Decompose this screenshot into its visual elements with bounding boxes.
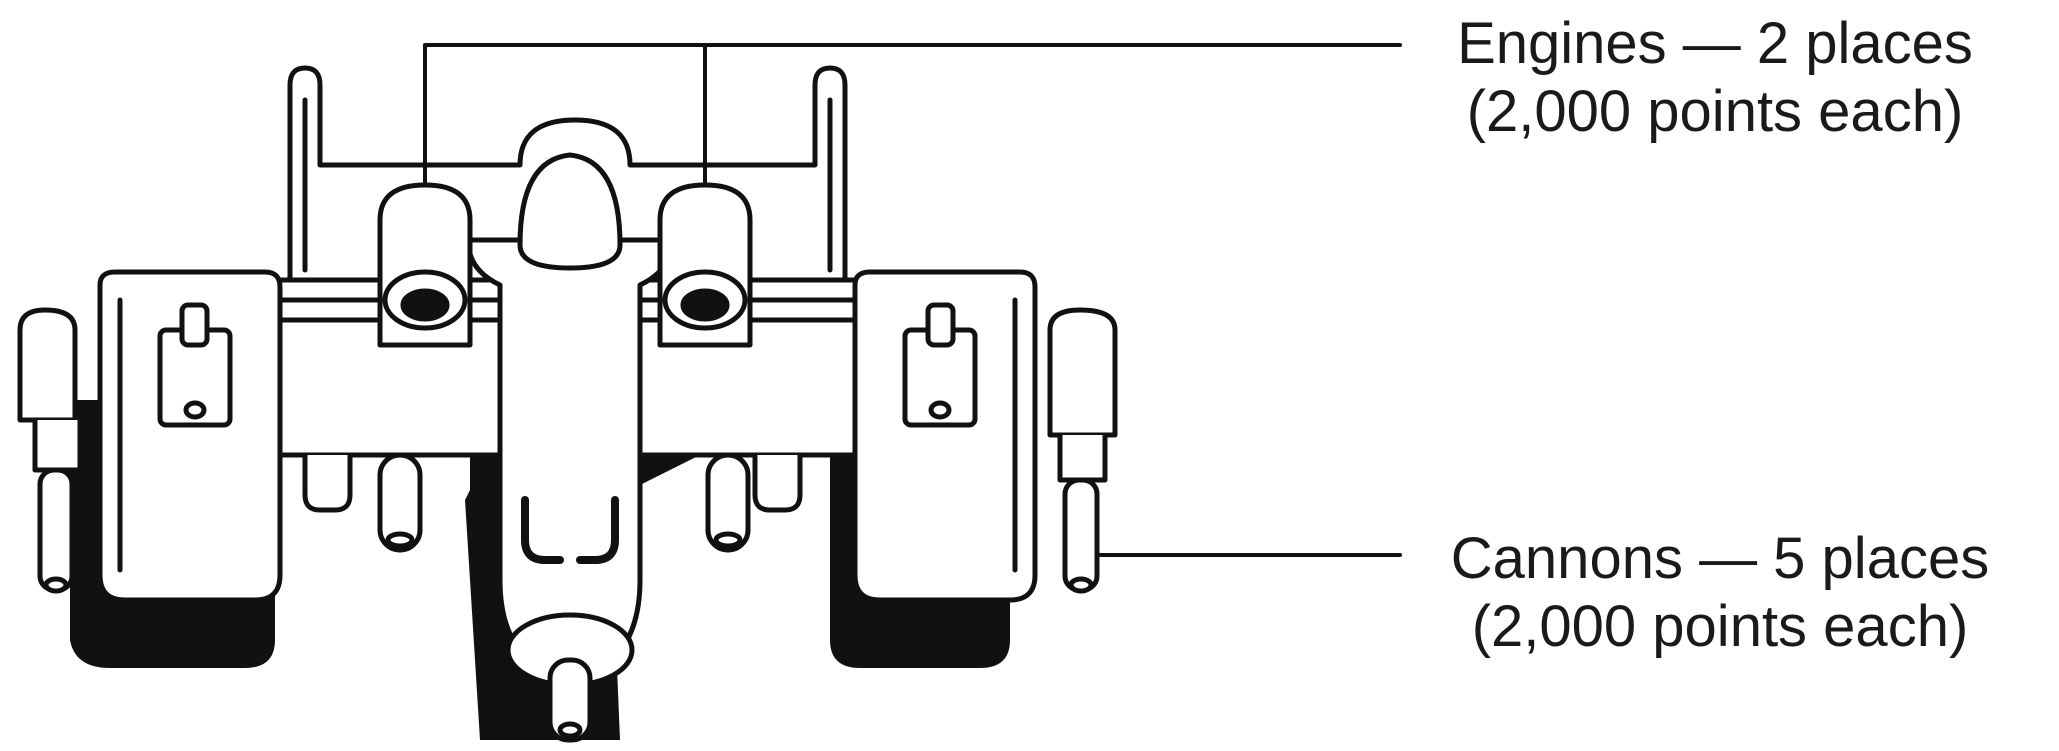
side-pod-left: [97, 269, 283, 603]
cannons-callout-points: (2,000 points each): [1471, 594, 1969, 659]
under-pods: [302, 452, 803, 553]
side-pod-right: [852, 269, 1038, 603]
cannons-callout: Cannons — 5 places (2,000 points each): [1405, 525, 2035, 661]
engine-left: [377, 182, 473, 348]
engines-callout-title: Engines — 2 places: [1457, 11, 1973, 76]
engines-leader-line: [423, 43, 1402, 187]
leader-lines: [423, 43, 1402, 557]
engines-callout-points: (2,000 points each): [1466, 79, 1964, 144]
engine-right: [657, 182, 753, 348]
cannon-right: [1047, 307, 1118, 594]
cannon-left: [17, 307, 83, 594]
fuselage: [465, 152, 675, 743]
cannons-callout-title: Cannons — 5 places: [1450, 526, 1990, 591]
engines-callout: Engines — 2 places (2,000 points each): [1405, 10, 2025, 146]
